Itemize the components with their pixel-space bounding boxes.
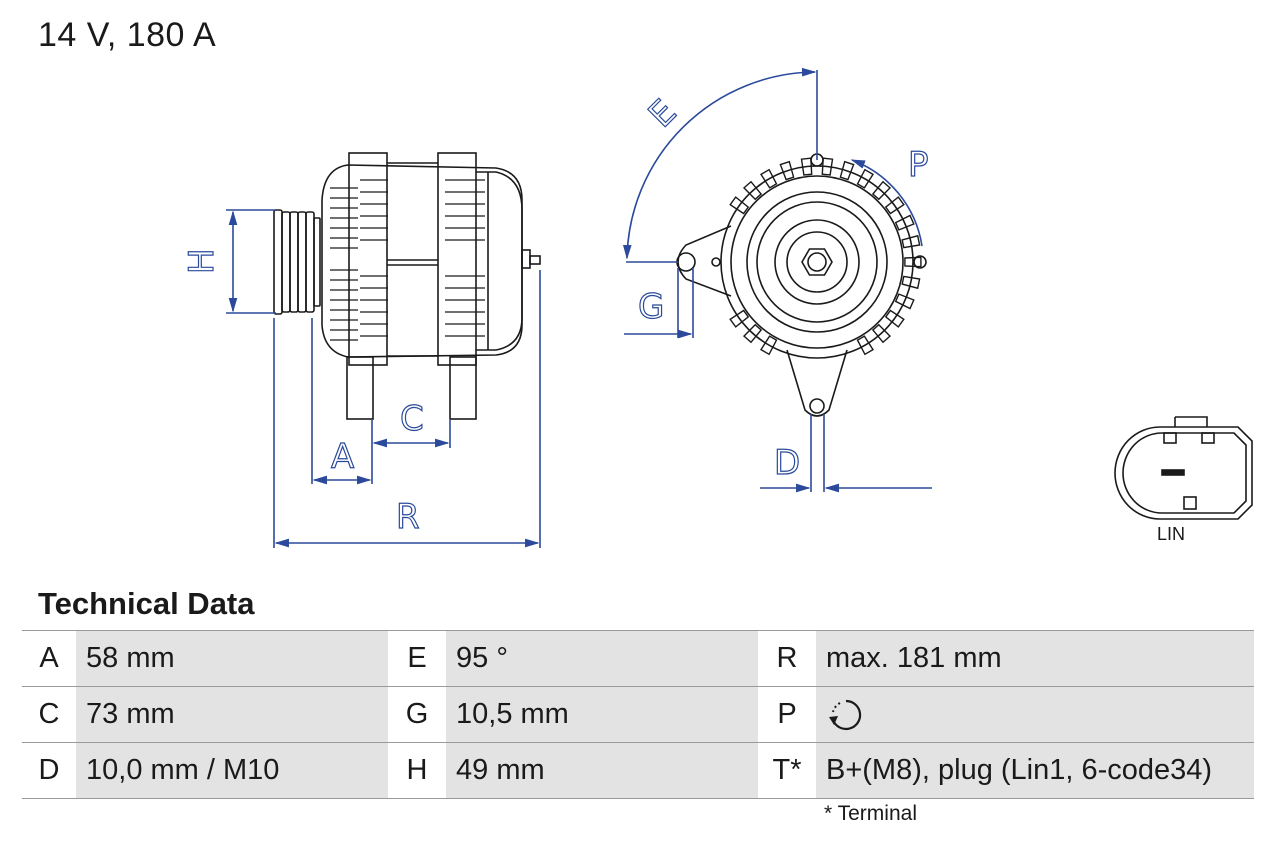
spec-key: H (388, 743, 446, 798)
spec-value: B+(M8), plug (Lin1, 6-code34) (816, 743, 1254, 798)
cooling-fin (884, 309, 905, 328)
spec-key: P (758, 687, 816, 742)
spec-key: E (388, 631, 446, 686)
dimension-letter-h: H (182, 248, 222, 274)
spec-key: R (758, 631, 816, 686)
dimension-letter-e: E (641, 92, 684, 135)
cooling-fin (856, 168, 874, 189)
side-dimensions (226, 209, 541, 548)
table-row: A 58 mm E 95 ° R max. 181 mm (22, 631, 1254, 687)
dimension-letter-c: C (400, 399, 424, 439)
footnote: * Terminal (824, 802, 917, 825)
cooling-fin (894, 214, 915, 231)
cooling-fin (884, 196, 905, 215)
technical-drawing: H A C R (181, 67, 1253, 548)
dimension-letter-g: G (638, 287, 664, 327)
spec-value: 95 ° (446, 631, 758, 686)
spec-value-rotation (816, 687, 1254, 742)
dimension-letter-p: P (908, 145, 929, 185)
cooling-fin (729, 309, 750, 328)
pulley (273, 209, 321, 315)
spec-value: max. 181 mm (816, 631, 1254, 686)
spec-value: 49 mm (446, 743, 758, 798)
dimension-letter-d: D (774, 443, 800, 483)
spec-value: 10,0 mm / M10 (76, 743, 388, 798)
spec-value: 73 mm (76, 687, 388, 742)
spec-key: C (22, 687, 76, 742)
alternator-front-view (676, 153, 927, 417)
spec-key: A (22, 631, 76, 686)
dimension-letter-r: R (396, 497, 420, 537)
spec-key: G (388, 687, 446, 742)
technical-data-table: A 58 mm E 95 ° R max. 181 mm C 73 mm G 1… (22, 630, 1254, 799)
section-title: Technical Data (38, 586, 255, 621)
clockwise-rotation-icon (829, 699, 862, 730)
dimension-letter-a: A (331, 437, 354, 477)
vent-slots-rear (445, 179, 485, 337)
rating-title: 14 V, 180 A (38, 16, 217, 54)
cooling-fin (901, 234, 921, 249)
vent-slots-front (330, 179, 388, 341)
table-row: C 73 mm G 10,5 mm P (22, 687, 1254, 743)
spec-value: 58 mm (76, 631, 388, 686)
spec-key: T* (758, 743, 816, 798)
cooling-fin (821, 157, 834, 176)
cooling-fin (904, 256, 922, 268)
connector-label: LIN (1157, 524, 1186, 544)
cooling-fin (742, 323, 763, 344)
cooling-fin (901, 275, 921, 290)
alternator-side-view (273, 152, 541, 420)
cooling-fin (871, 180, 892, 201)
cooling-fin (760, 335, 778, 356)
table-row: D 10,0 mm / M10 H 49 mm T* B+(M8), plug … (22, 743, 1254, 799)
spec-key: D (22, 743, 76, 798)
front-dimensions (622, 67, 932, 493)
cooling-fin (856, 335, 874, 356)
spec-value: 10,5 mm (446, 687, 758, 742)
cooling-fin (894, 293, 915, 310)
lin-plug-connector (1114, 416, 1253, 520)
cooling-fin (871, 323, 892, 344)
